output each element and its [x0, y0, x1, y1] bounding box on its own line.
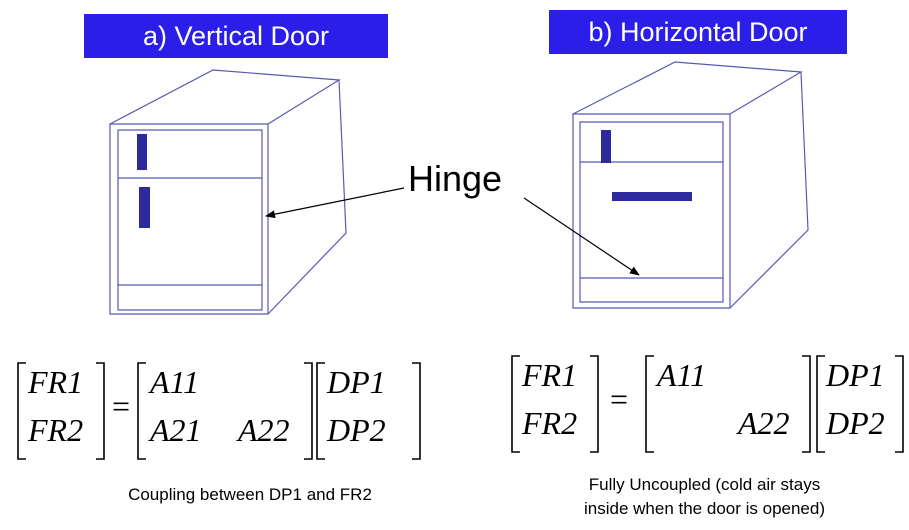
fridge-b-handle-horizontal [612, 192, 692, 201]
eq-a-a21: A21 [148, 412, 202, 448]
vertical-door-title: a) Vertical Door [84, 14, 388, 58]
fridge-b-side [729, 71, 809, 309]
refrigerator-vertical-door [109, 69, 347, 315]
eq-a-equals: = [112, 388, 130, 424]
eq-b-a11: A11 [655, 357, 706, 393]
fridge-b-handle-top [601, 130, 611, 163]
horizontal-door-caption-line-2: inside when the door is opened) [584, 499, 825, 518]
eq-a-lhs-fr2: FR2 [27, 412, 83, 448]
horizontal-door-caption: Fully Uncoupled (cold air stays inside w… [500, 473, 909, 521]
fridge-b-front [572, 113, 731, 309]
equation-a-brackets [17, 362, 421, 460]
fridge-a-handle-top [137, 134, 147, 170]
eq-b-lhs-fr1: FR1 [521, 357, 577, 393]
eq-b-rhs-dp1: DP1 [825, 357, 885, 393]
fridge-a-top [109, 69, 341, 125]
fridge-a-handle-bottom [139, 187, 150, 228]
eq-b-equals: = [610, 381, 628, 417]
eq-b-lhs-fr2: FR2 [521, 405, 577, 441]
vertical-door-caption: Coupling between DP1 and FR2 [128, 485, 372, 504]
eq-a-a22: A22 [236, 412, 290, 448]
eq-b-a22: A22 [736, 405, 790, 441]
horizontal-door-title: b) Horizontal Door [549, 10, 847, 54]
eq-a-rhs-dp2: DP2 [326, 412, 386, 448]
eq-a-rhs-dp1: DP1 [326, 364, 386, 400]
eq-a-lhs-fr1: FR1 [27, 364, 83, 400]
equation-b-brackets [511, 355, 904, 453]
hinge-arrow-a [265, 187, 405, 219]
fridge-b-inner-door [579, 121, 724, 303]
eq-b-rhs-dp2: DP2 [825, 405, 885, 441]
fridge-b-top [572, 61, 803, 115]
eq-a-a11: A11 [148, 364, 199, 400]
refrigerator-horizontal-door [572, 61, 809, 309]
fridge-a-side [267, 79, 347, 315]
hinge-arrow-b [523, 197, 640, 276]
horizontal-door-caption-line-1: Fully Uncoupled (cold air stays [588, 475, 821, 494]
hinge-label: Hinge [408, 158, 503, 199]
fridge-a-inner-door [117, 129, 263, 311]
